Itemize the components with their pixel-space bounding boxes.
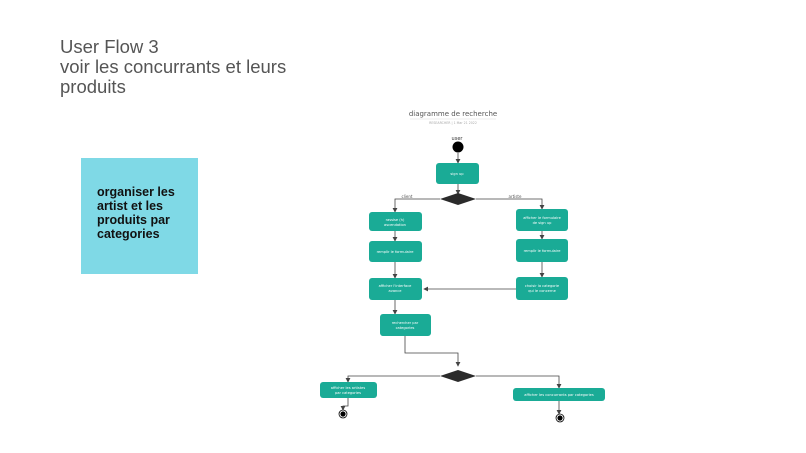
node-label: categories — [396, 326, 415, 330]
diagram-title: diagramme de recherche — [409, 110, 497, 118]
edge — [340, 398, 349, 411]
note-line: categories — [97, 227, 160, 241]
node-right-1 — [516, 209, 568, 231]
node-label: qui le concerne — [528, 289, 556, 293]
node-label: remplir le formulaire — [524, 249, 562, 253]
end-node-core — [557, 415, 563, 421]
node-label: sign up — [450, 172, 464, 176]
node-label: remplir le formulaire — [377, 250, 415, 254]
action-nodes — [320, 163, 605, 401]
connectors — [340, 153, 562, 415]
node-left-4 — [380, 314, 431, 336]
slide-title-line-3: produits — [60, 76, 126, 97]
node-right-2 — [516, 239, 568, 262]
node-label: par categories — [335, 391, 361, 395]
edge — [392, 198, 440, 213]
end-node-core — [340, 411, 346, 417]
node-sign-up — [436, 163, 479, 184]
node-bottom-left — [320, 382, 377, 398]
note-text: organiser les artist et les produits par… — [97, 185, 197, 241]
node-right-3 — [516, 277, 568, 300]
edge — [476, 375, 562, 389]
decision-node — [440, 370, 476, 382]
diagram-subtitle: RESEARCHER | 1 Mar 21 2022 — [429, 121, 477, 125]
node-label: ascendation — [384, 223, 406, 227]
node-label: afficher le formulaire — [523, 216, 561, 220]
note-line: organiser les — [97, 185, 175, 199]
note-card: organiser les artist et les produits par… — [81, 158, 198, 274]
node-left-3 — [369, 278, 422, 300]
slide-title-line-2: voir les concurrants et leurs — [60, 56, 287, 77]
start-node — [452, 141, 464, 153]
node-left-2 — [369, 241, 422, 262]
node-label: avance — [389, 289, 403, 293]
edge — [476, 198, 545, 210]
node-label: de sign up — [533, 221, 552, 225]
node-bottom-right — [513, 388, 605, 401]
node-label: afficher les artistes — [331, 386, 366, 390]
node-label: rechercher par — [392, 321, 419, 325]
node-label: afficher l'interface — [379, 284, 413, 288]
note-line: artist et les — [97, 199, 164, 213]
node-label: choisir la categorie — [525, 284, 560, 288]
node-label: rassise (h) — [386, 218, 405, 222]
branch-label-artiste: artiste — [509, 194, 522, 199]
node-label: afficher les concurrants par categories — [524, 393, 594, 397]
start-label: user — [452, 136, 464, 142]
node-left-1 — [369, 212, 422, 231]
edge — [345, 375, 440, 383]
branch-label-client: client — [402, 194, 413, 199]
decision-node — [440, 193, 476, 205]
node-labels: sign up rassise (h) ascendation remplir … — [331, 172, 594, 397]
edge — [404, 336, 461, 367]
slide-title-line-1: User Flow 3 — [60, 36, 159, 57]
slide-title: User Flow 3 voir les concurrants et leur… — [60, 37, 360, 97]
note-line: produits par — [97, 213, 170, 227]
